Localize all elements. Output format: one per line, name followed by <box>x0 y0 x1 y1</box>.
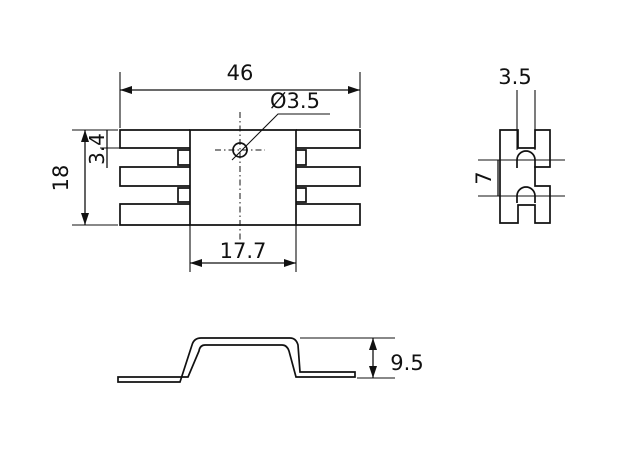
profile-arrow-top <box>369 338 377 350</box>
left-fin-middle <box>119 166 190 187</box>
left-fin-top <box>119 129 190 149</box>
width-arrow-right <box>348 86 360 94</box>
right-fin-bottom <box>296 203 361 226</box>
left-slot-upper <box>177 149 190 166</box>
left-slot-lower <box>177 187 190 203</box>
left-fin-bottom <box>119 203 190 226</box>
side-slot-width-label: 3.5 <box>498 65 531 89</box>
right-fin-top <box>296 129 361 149</box>
mounting-hole <box>232 142 248 158</box>
right-slot-lower <box>296 187 307 203</box>
right-fin-middle <box>296 166 361 187</box>
base-width-label: 17.7 <box>220 239 267 263</box>
front-view: 46 18 3.4 Ø3.5 17.7 <box>49 61 361 272</box>
profile-view: 9.5 <box>117 337 424 383</box>
fin-thickness-label: 3.4 <box>85 133 109 165</box>
side-view-outline <box>499 129 551 224</box>
profile-arrow-bottom <box>369 366 377 378</box>
overall-width-label: 46 <box>227 61 254 85</box>
base-arrow-left <box>190 259 202 267</box>
side-view: 3.5 7 <box>472 65 565 224</box>
overall-height-label: 18 <box>49 165 73 192</box>
height-arrow-top <box>81 130 89 142</box>
hole-leader-line <box>231 113 330 161</box>
side-slot-upper <box>516 150 536 168</box>
side-pitch-label: 7 <box>472 171 496 184</box>
base-arrow-right <box>284 259 296 267</box>
width-arrow-left <box>120 86 132 94</box>
height-arrow-bottom <box>81 213 89 225</box>
hole-diameter-label: Ø3.5 <box>270 89 320 113</box>
side-slot-lower <box>516 186 536 203</box>
right-slot-upper <box>296 149 307 166</box>
profile-height-label: 9.5 <box>390 351 423 375</box>
profile-outline <box>117 337 356 383</box>
